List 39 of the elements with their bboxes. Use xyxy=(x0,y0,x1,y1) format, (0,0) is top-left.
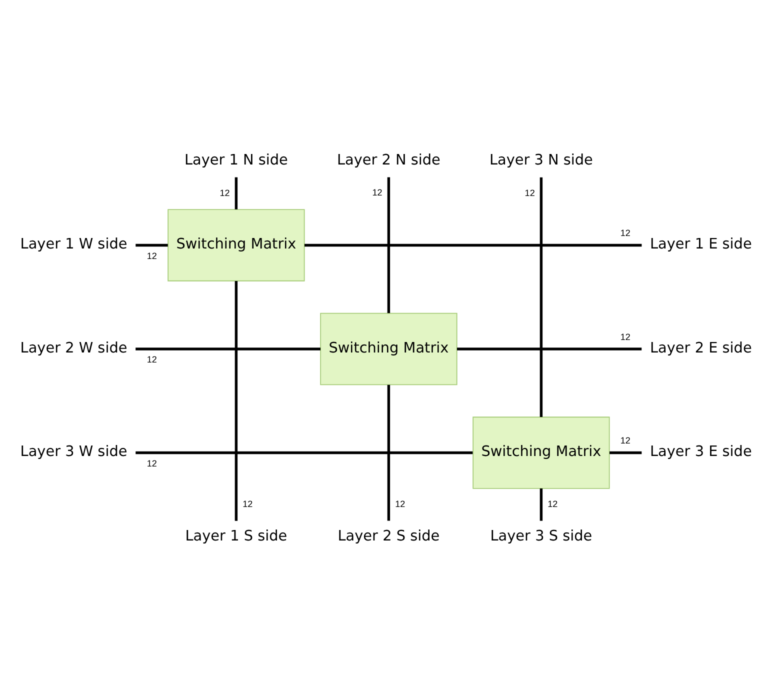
node-box: Switching Matrix xyxy=(168,209,305,282)
node-text: Layer 1 W side xyxy=(20,236,128,253)
edge-label: 12 xyxy=(220,188,230,198)
node-text: Layer 1 N side xyxy=(184,152,288,168)
node-text: Layer 3 S side xyxy=(490,528,592,545)
node-text: Layer 2 W side xyxy=(20,340,128,356)
edge-label: 12 xyxy=(146,354,157,365)
node-box: Switching Matrix xyxy=(472,416,610,489)
edge-label: 12 xyxy=(146,250,157,261)
connector xyxy=(540,488,543,521)
connector xyxy=(136,348,320,350)
connector xyxy=(304,244,642,247)
edge-label: 12 xyxy=(242,498,253,509)
node-text: Layer 3 N side xyxy=(489,152,593,168)
connector xyxy=(136,244,168,247)
edge-label: 12 xyxy=(620,332,630,342)
connector xyxy=(234,281,238,521)
connector xyxy=(387,177,390,314)
edge-label: 12 xyxy=(146,458,157,468)
edge-label: 12 xyxy=(524,188,535,198)
connector xyxy=(387,384,390,521)
connector xyxy=(136,451,473,454)
connector xyxy=(610,451,642,454)
edge-label: 12 xyxy=(395,498,406,509)
node-text: Layer 1 E side xyxy=(650,236,752,253)
node-text: Layer 3 E side xyxy=(650,444,752,460)
connector xyxy=(457,348,642,350)
node-text: Layer 3 W side xyxy=(20,444,128,460)
connector xyxy=(540,177,543,417)
node-box: Switching Matrix xyxy=(320,312,458,386)
edge-label: 12 xyxy=(548,498,558,509)
node-text: Layer 2 E side xyxy=(650,340,752,356)
edge-label: 12 xyxy=(620,436,630,446)
node-text: Layer 2 N side xyxy=(336,152,440,168)
node-text: Layer 1 S side xyxy=(185,528,288,545)
edge-label: 12 xyxy=(372,188,382,198)
node-text: Layer 2 S side xyxy=(338,528,440,545)
edge-label: 12 xyxy=(620,228,630,238)
connector xyxy=(234,177,238,210)
